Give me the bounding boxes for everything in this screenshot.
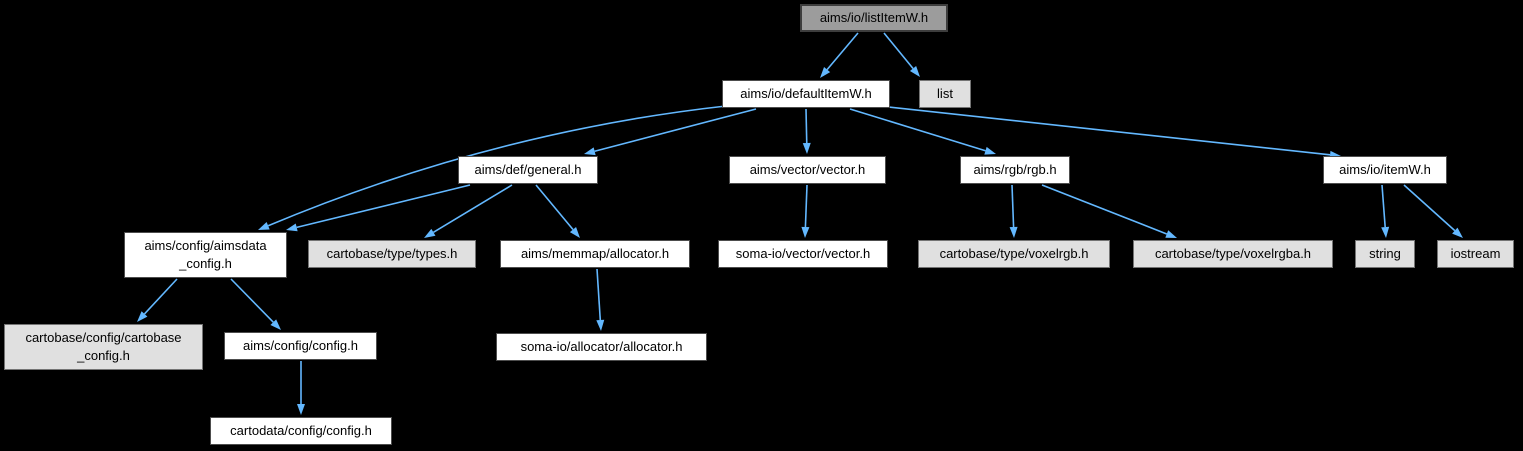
edge-line (296, 184, 471, 229)
edge-line (1011, 184, 1015, 228)
edge-line (433, 184, 513, 234)
edge-defaultitemw-to-vector (802, 108, 811, 154)
graph-node-aimsconfig[interactable]: aims/config/config.h (224, 332, 377, 360)
edge-line (1403, 184, 1456, 232)
graph-node-voxelrgb[interactable]: cartobase/type/voxelrgb.h (918, 240, 1110, 268)
edge-listitemw-to-defaultitemw (820, 32, 859, 78)
graph-node-general[interactable]: aims/def/general.h (458, 156, 598, 184)
edge-line (594, 108, 757, 152)
graph-node-rgb[interactable]: aims/rgb/rgb.h (960, 156, 1070, 184)
graph-node-listitemw[interactable]: aims/io/listItemW.h (800, 4, 948, 32)
graph-node-memmap[interactable]: aims/memmap/allocator.h (500, 240, 690, 268)
graph-node-defaultitemw[interactable]: aims/io/defaultItemW.h (722, 80, 890, 108)
graph-node-vector[interactable]: aims/vector/vector.h (729, 156, 886, 184)
edge-arrowhead (584, 147, 596, 156)
edge-memmap-to-somaallocator (596, 268, 605, 331)
edge-line (596, 268, 602, 321)
graph-node-string[interactable]: string (1355, 240, 1415, 268)
edge-line (805, 108, 808, 144)
edge-arrowhead (424, 228, 436, 238)
edge-general-to-memmap (535, 184, 580, 238)
graph-node-itemw[interactable]: aims/io/itemW.h (1323, 156, 1447, 184)
edge-line (804, 184, 808, 228)
edge-arrowhead (286, 223, 298, 232)
graph-node-cartobaseconfig[interactable]: cartobase/config/cartobase _config.h (4, 324, 203, 370)
edge-arrowhead (820, 67, 831, 78)
edge-aimsdata-to-aimsconfig (230, 278, 281, 330)
edge-rgb-to-voxelrgba (1041, 184, 1177, 238)
edge-listitemw-to-list (883, 32, 920, 77)
edge-defaultitemw-to-rgb (849, 108, 996, 155)
edge-aimsdata-to-cartobaseconfig (137, 278, 178, 322)
graph-node-aimsdata[interactable]: aims/config/aimsdata _config.h (124, 232, 287, 278)
edge-arrowhead (984, 146, 996, 155)
edge-arrowhead (270, 319, 281, 330)
edge-itemw-to-string (1381, 184, 1390, 238)
edge-line (1041, 184, 1168, 235)
edge-general-to-types (424, 184, 513, 238)
edge-arrowhead (297, 404, 305, 415)
edge-defaultitemw-to-general (584, 108, 757, 156)
edge-aimsconfig-to-cartodataconfig (297, 361, 305, 415)
edge-line (535, 184, 574, 231)
edge-arrowhead (569, 226, 580, 238)
graph-node-cartodataconfig[interactable]: cartodata/config/config.h (210, 417, 392, 445)
edge-vector-to-somavector (801, 184, 810, 238)
edge-arrowhead (137, 311, 148, 322)
edge-line (887, 106, 1331, 156)
edge-arrowhead (1009, 226, 1018, 238)
graph-node-voxelrgba[interactable]: cartobase/type/voxelrgba.h (1133, 240, 1333, 268)
edge-arrowhead (1452, 227, 1463, 238)
edge-arrowhead (1165, 230, 1177, 238)
edge-line (1381, 184, 1386, 228)
edge-arrowhead (1381, 226, 1390, 238)
edge-line (883, 32, 914, 69)
edge-arrowhead (596, 319, 605, 331)
edge-line (143, 278, 178, 315)
edge-arrowhead (909, 65, 920, 77)
edge-defaultitemw-to-itemw (887, 106, 1341, 159)
edge-arrowhead (801, 226, 810, 238)
graph-node-somaallocator[interactable]: soma-io/allocator/allocator.h (496, 333, 707, 361)
edge-arrowhead (258, 222, 270, 230)
edge-arrowhead (802, 142, 811, 154)
edge-rgb-to-voxelrgb (1009, 184, 1018, 238)
graph-node-types[interactable]: cartobase/type/types.h (308, 240, 476, 268)
edge-line (849, 108, 986, 152)
edge-line (230, 278, 274, 323)
edge-line (826, 32, 859, 71)
edge-general-to-aimsdata (286, 184, 471, 232)
edge-itemw-to-iostream (1403, 184, 1463, 238)
graph-node-somavector[interactable]: soma-io/vector/vector.h (718, 240, 888, 268)
graph-node-iostream[interactable]: iostream (1437, 240, 1514, 268)
graph-node-list[interactable]: list (919, 80, 971, 108)
